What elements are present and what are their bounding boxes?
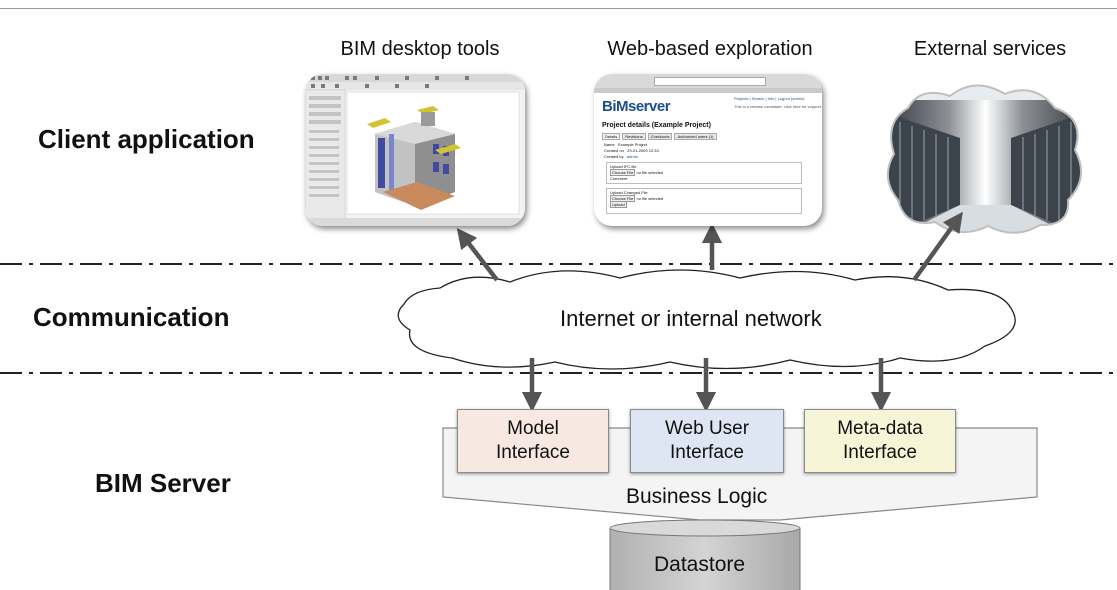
project-details-title: Project details (Example Project) bbox=[602, 122, 711, 129]
created-by-value: admin bbox=[626, 154, 638, 159]
browser-address-bar bbox=[654, 77, 766, 86]
header-links: Projects | Search | Info | Logout (admin… bbox=[734, 96, 805, 101]
project-tabs: Details Revisions Checkouts Authorized u… bbox=[602, 133, 717, 140]
web-user-interface-box: Web User Interface bbox=[630, 409, 784, 473]
desktop-tool-screenshot bbox=[305, 74, 525, 226]
project-info: Name Example Project Created on 29-01-20… bbox=[604, 142, 659, 160]
meta-interface-line1: Meta-data bbox=[837, 418, 923, 439]
datastore-cylinder bbox=[609, 519, 801, 590]
name-label: Name bbox=[604, 142, 615, 147]
layer-label-client: Client application bbox=[38, 124, 255, 154]
tab-details: Details bbox=[602, 133, 621, 140]
bimserver-logo: BiMserver bbox=[602, 98, 671, 115]
created-on-value: 29-01-2009 12:33 bbox=[627, 148, 659, 153]
no-changed-file-text: no file selected bbox=[636, 196, 664, 201]
upload-button: Upload bbox=[610, 201, 627, 208]
meta-interface-line2: Interface bbox=[843, 442, 917, 463]
model-interface-line1: Model bbox=[507, 418, 559, 439]
tab-revisions: Revisions bbox=[622, 133, 646, 140]
browser-bookmarks-bar bbox=[594, 88, 822, 93]
external-services-image bbox=[887, 85, 1082, 233]
created-on-label: Created on bbox=[604, 148, 624, 153]
release-note: This is a release candidate, click here … bbox=[734, 104, 821, 109]
top-divider bbox=[0, 8, 1117, 9]
tab-authorized-users: Authorized users (1) bbox=[674, 133, 717, 140]
no-file-text: no file selected bbox=[636, 170, 664, 175]
upload-changed-title: Upload Changed File bbox=[610, 190, 648, 195]
layer-label-server: BIM Server bbox=[95, 468, 231, 498]
arrow-network-to-external bbox=[912, 211, 963, 282]
comment-label: Comment bbox=[610, 176, 628, 181]
datastore-label: Datastore bbox=[654, 553, 746, 576]
upload-ifc-panel: Upload IFC file Choose File no file sele… bbox=[606, 162, 802, 184]
upload-changed-panel: Upload Changed File Choose File no file … bbox=[606, 188, 802, 214]
cad-window-illustration bbox=[305, 74, 525, 226]
web-interface-line2: Interface bbox=[670, 442, 744, 463]
name-value: Example Project bbox=[618, 142, 648, 147]
network-label: Internet or internal network bbox=[560, 306, 822, 331]
web-interface-line1: Web User bbox=[664, 418, 750, 439]
choose-file-button: Choose File bbox=[610, 169, 636, 176]
business-logic-label: Business Logic bbox=[626, 485, 768, 508]
network-cloud bbox=[397, 269, 1016, 370]
upload-ifc-title: Upload IFC file bbox=[610, 164, 637, 169]
column-title-web: Web-based exploration bbox=[607, 38, 813, 60]
meta-data-interface-box: Meta-data Interface bbox=[804, 409, 956, 473]
created-by-label: Created by bbox=[604, 154, 624, 159]
model-interface-line2: Interface bbox=[496, 442, 570, 463]
column-title-desktop: BIM desktop tools bbox=[340, 38, 500, 60]
tab-checkouts: Checkouts bbox=[647, 133, 673, 140]
arrow-network-to-desktop bbox=[456, 227, 499, 282]
choose-changed-file-button: Choose File bbox=[610, 195, 636, 202]
column-title-external: External services bbox=[913, 38, 1067, 60]
external-cloud-outline bbox=[887, 84, 1083, 234]
web-exploration-screenshot: BiMserver Projects | Search | Info | Log… bbox=[594, 74, 822, 226]
layer-label-communication: Communication bbox=[33, 302, 230, 332]
model-interface-box: Model Interface bbox=[457, 409, 609, 473]
